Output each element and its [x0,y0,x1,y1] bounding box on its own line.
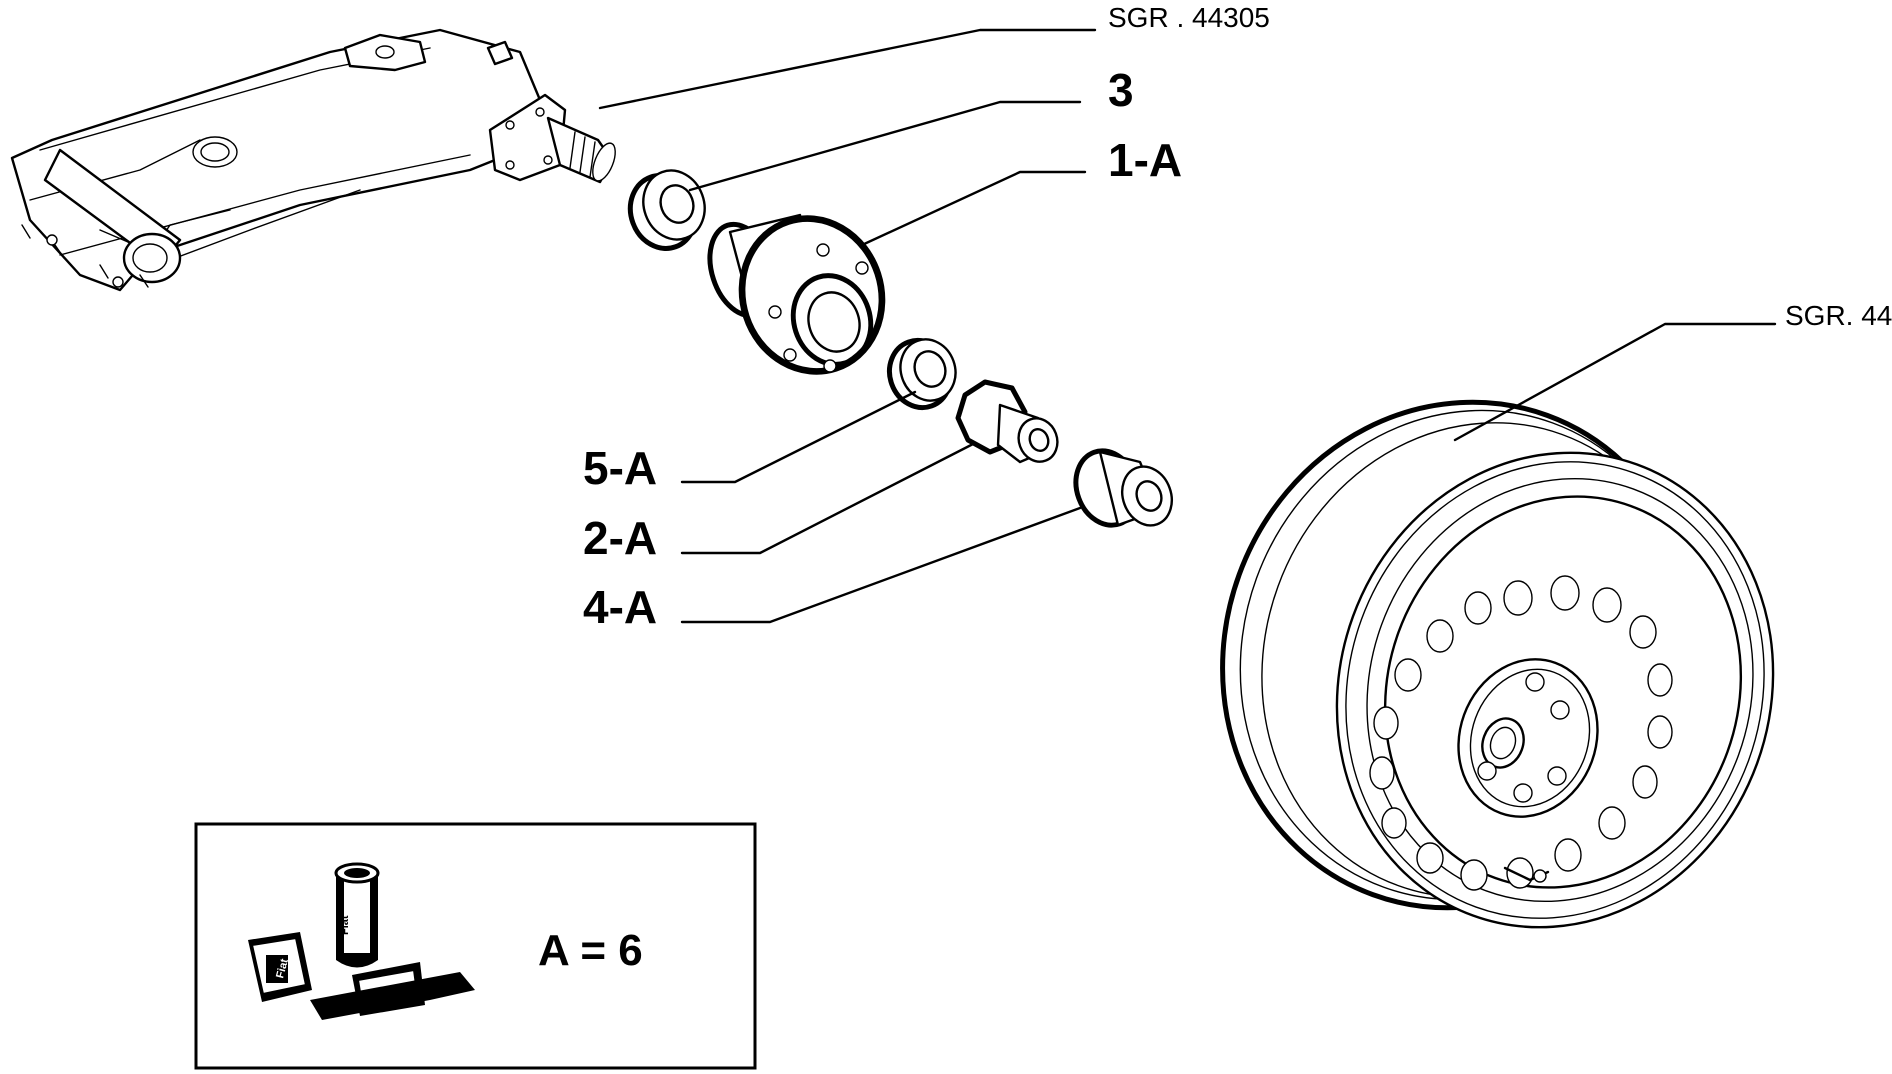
leader-lines [598,28,1777,624]
svg-text:Fiat: Fiat [339,915,351,935]
wheel-reference-label: SGR. 44316 [1785,300,1892,331]
axle-reference-label: SGR . 44305 [1108,2,1270,33]
rear-axle-arm [10,28,616,292]
cap-label: 4-A [583,581,657,633]
box-icon: Fiat [310,962,475,1020]
bearing-part [627,169,706,251]
hub-part [707,213,886,375]
bearing-label: 3 [1108,64,1134,116]
tube-icon: Fiat [334,862,380,968]
svg-text:Fiat: Fiat [274,957,291,979]
nut-label: 2-A [583,512,657,564]
nut-part [955,379,1059,464]
inner-ring-part [887,337,957,411]
kit-formula-label: A = 6 [538,926,643,975]
inner-ring-label: 5-A [583,442,657,494]
hub-label: 1-A [1108,134,1182,186]
kit-box: Fiat Fiat Fiat A = 6 [194,822,757,1070]
wheel-rim [1220,399,1775,929]
can-icon: Fiat [248,932,312,1002]
cap-part [1073,448,1173,528]
